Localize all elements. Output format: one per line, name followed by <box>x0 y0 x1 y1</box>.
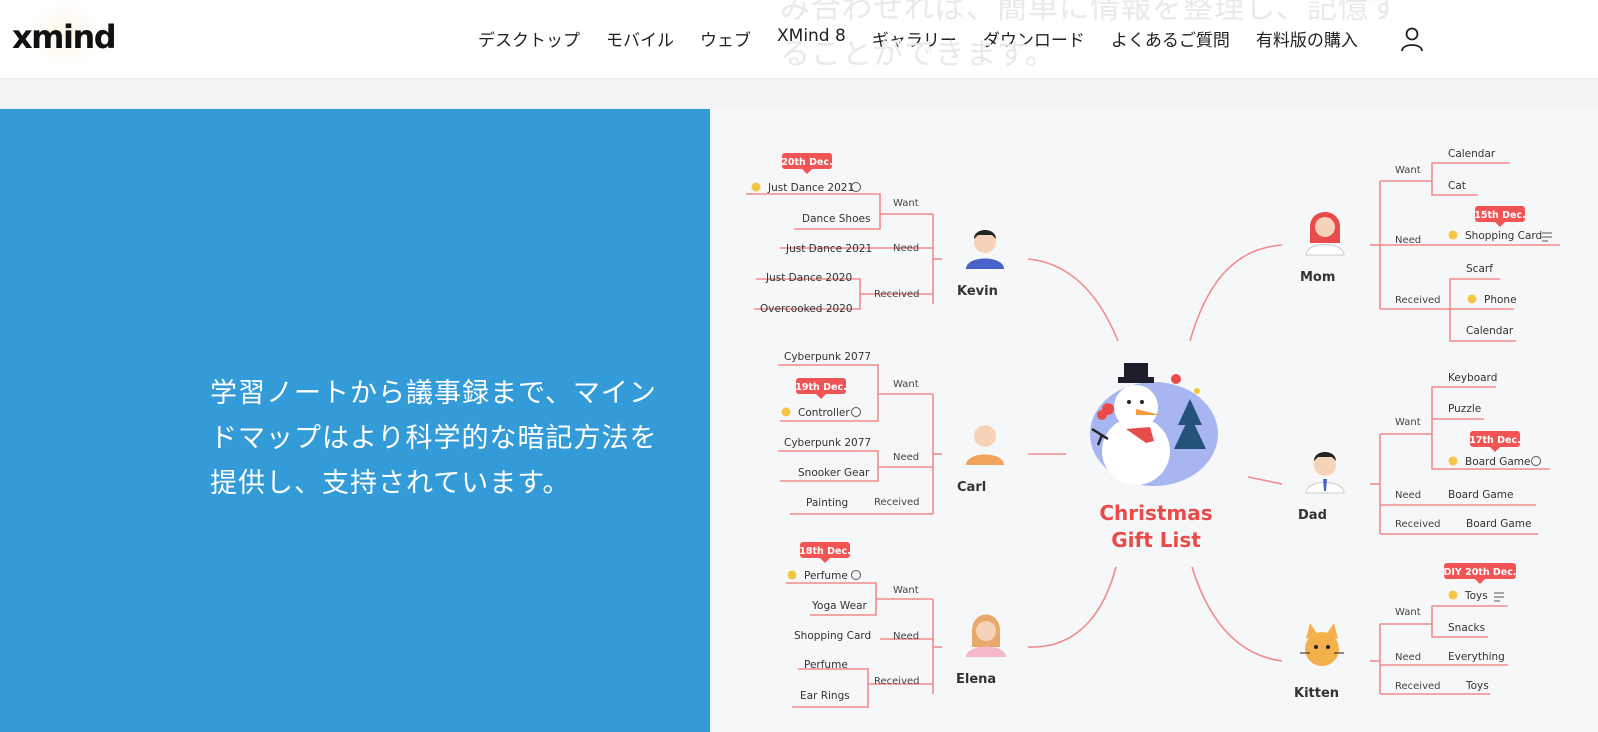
branch-carl: Carl Want Need Received 19th Dec. Cyberp… <box>778 351 1004 515</box>
elena-want-1: Perfume <box>804 570 848 582</box>
elena-avatar <box>966 614 1006 657</box>
kevin-avatar <box>966 230 1004 269</box>
kevin-want-1: Just Dance 2021 <box>767 182 854 194</box>
branch-dad: Dad Want Need Received 17th Dec. Keyboar… <box>1298 372 1550 535</box>
dad-name: Dad <box>1298 508 1327 523</box>
dad-need-1: Board Game <box>1448 489 1513 501</box>
kitten-need-label: Need <box>1395 652 1421 663</box>
hero-text-panel: 学習ノートから議事録まで、マインドマップはより科学的な暗記方法を提供し、支持され… <box>0 109 710 732</box>
carl-need-2: Snooker Gear <box>798 467 870 479</box>
branch-kitten: Kitten Want Need Received DIY 20th Dec. … <box>1294 563 1517 701</box>
mom-received-1: Scarf <box>1466 263 1493 275</box>
kitten-want-label: Want <box>1395 607 1421 618</box>
mom-received-label: Received <box>1395 295 1441 306</box>
mindmap-title-line1: Christmas <box>1099 501 1212 525</box>
kitten-date-tag: DIY 20th Dec. <box>1443 567 1516 578</box>
dad-want-1: Keyboard <box>1448 372 1497 384</box>
branch-kevin: Kevin Want Need Received 20th Dec. Just … <box>746 153 1004 315</box>
dad-want-3: Board Game <box>1465 456 1530 468</box>
kitten-received-label: Received <box>1395 681 1441 692</box>
dad-avatar <box>1305 452 1345 494</box>
user-account-icon[interactable] <box>1400 26 1424 52</box>
elena-received-2: Ear Rings <box>800 690 850 702</box>
mom-want-label: Want <box>1395 165 1421 176</box>
mom-received-2: Phone <box>1484 294 1517 306</box>
kevin-want-label: Want <box>893 198 919 209</box>
xmind-logo[interactable]: xmind <box>12 18 117 56</box>
kitten-name: Kitten <box>1294 686 1339 701</box>
elena-need-label: Need <box>893 631 919 642</box>
nav-gallery[interactable]: ギャラリー <box>871 31 957 51</box>
nav-download[interactable]: ダウンロード <box>982 31 1085 51</box>
mom-need-1: Shopping Card <box>1465 230 1542 242</box>
nav-desktop[interactable]: デスクトップ <box>478 31 580 51</box>
mom-want-1: Calendar <box>1448 148 1496 160</box>
nav-mobile[interactable]: モバイル <box>606 31 674 51</box>
elena-name: Elena <box>956 672 996 687</box>
kitten-avatar <box>1300 623 1344 666</box>
elena-want-label: Want <box>893 585 919 596</box>
carl-want-2: Controller <box>798 407 850 419</box>
nav-xmind8[interactable]: XMind 8 <box>777 26 846 46</box>
carl-received-1: Painting <box>806 497 848 509</box>
mom-name: Mom <box>1300 270 1335 285</box>
mom-date-tag: 15th Dec. <box>1474 210 1525 221</box>
kevin-received-2: Overcooked 2020 <box>760 303 853 315</box>
carl-received-label: Received <box>874 497 920 508</box>
kitten-want-1: Toys <box>1464 590 1488 602</box>
mindmap-svg: Christmas Gift List Kevin Want Need Rece… <box>746 148 1560 708</box>
kevin-need-1: Just Dance 2021 <box>785 243 872 255</box>
kitten-need-1: Everything <box>1448 651 1505 663</box>
branch-mom: Mom Want Need Received 15th Dec. Calenda… <box>1300 148 1560 342</box>
elena-want-2: Yoga Wear <box>811 600 868 612</box>
nav-purchase[interactable]: 有料版の購入 <box>1255 31 1358 51</box>
kevin-need-label: Need <box>893 243 919 254</box>
mom-want-2: Cat <box>1448 180 1466 192</box>
dad-want-2: Puzzle <box>1448 403 1481 415</box>
kevin-received-1: Just Dance 2020 <box>765 272 852 284</box>
kitten-want-2: Snacks <box>1448 622 1485 634</box>
main-nav: デスクトップ モバイル ウェブ XMind 8 ギャラリー ダウンロード よくあ… <box>478 26 1384 51</box>
mindmap-illustration: Christmas Gift List Kevin Want Need Rece… <box>710 109 1598 732</box>
elena-received-1: Perfume <box>804 659 848 671</box>
site-header: xmind デスクトップ モバイル ウェブ XMind 8 ギャラリー ダウンロ… <box>0 0 1598 78</box>
nav-web[interactable]: ウェブ <box>700 31 751 51</box>
carl-want-1: Cyberpunk 2077 <box>784 351 871 363</box>
hero-description: 学習ノートから議事録まで、マインドマップはより科学的な暗記方法を提供し、支持され… <box>210 378 658 499</box>
branch-elena: Elena Want Need Received 18th Dec. Perfu… <box>786 542 1006 708</box>
kitten-received-1: Toys <box>1465 680 1489 692</box>
carl-date-tag: 19th Dec. <box>795 382 846 393</box>
elena-date-tag: 18th Dec. <box>799 546 850 557</box>
kevin-received-label: Received <box>874 289 920 300</box>
kevin-date-tag: 20th Dec. <box>781 157 832 168</box>
dad-want-label: Want <box>1395 417 1421 428</box>
dad-received-1: Board Game <box>1466 518 1531 530</box>
carl-name: Carl <box>957 480 986 495</box>
carl-want-label: Want <box>893 379 919 390</box>
snowman-illustration <box>1090 363 1218 486</box>
elena-received-label: Received <box>874 676 920 687</box>
mindmap-title-line2: Gift List <box>1111 528 1201 552</box>
carl-need-label: Need <box>893 452 919 463</box>
mom-need-label: Need <box>1395 235 1421 246</box>
dad-need-label: Need <box>1395 490 1421 501</box>
dad-received-label: Received <box>1395 519 1441 530</box>
mom-avatar <box>1305 212 1345 256</box>
carl-avatar <box>966 425 1004 465</box>
carl-need-1: Cyberpunk 2077 <box>784 437 871 449</box>
mom-received-3: Calendar <box>1466 325 1514 337</box>
dad-date-tag: 17th Dec. <box>1469 435 1520 446</box>
kevin-want-2: Dance Shoes <box>802 213 870 225</box>
logo-glow <box>30 0 100 70</box>
nav-faq[interactable]: よくあるご質問 <box>1110 31 1230 51</box>
kevin-name: Kevin <box>957 284 998 299</box>
elena-need-1: Shopping Card <box>794 630 871 642</box>
